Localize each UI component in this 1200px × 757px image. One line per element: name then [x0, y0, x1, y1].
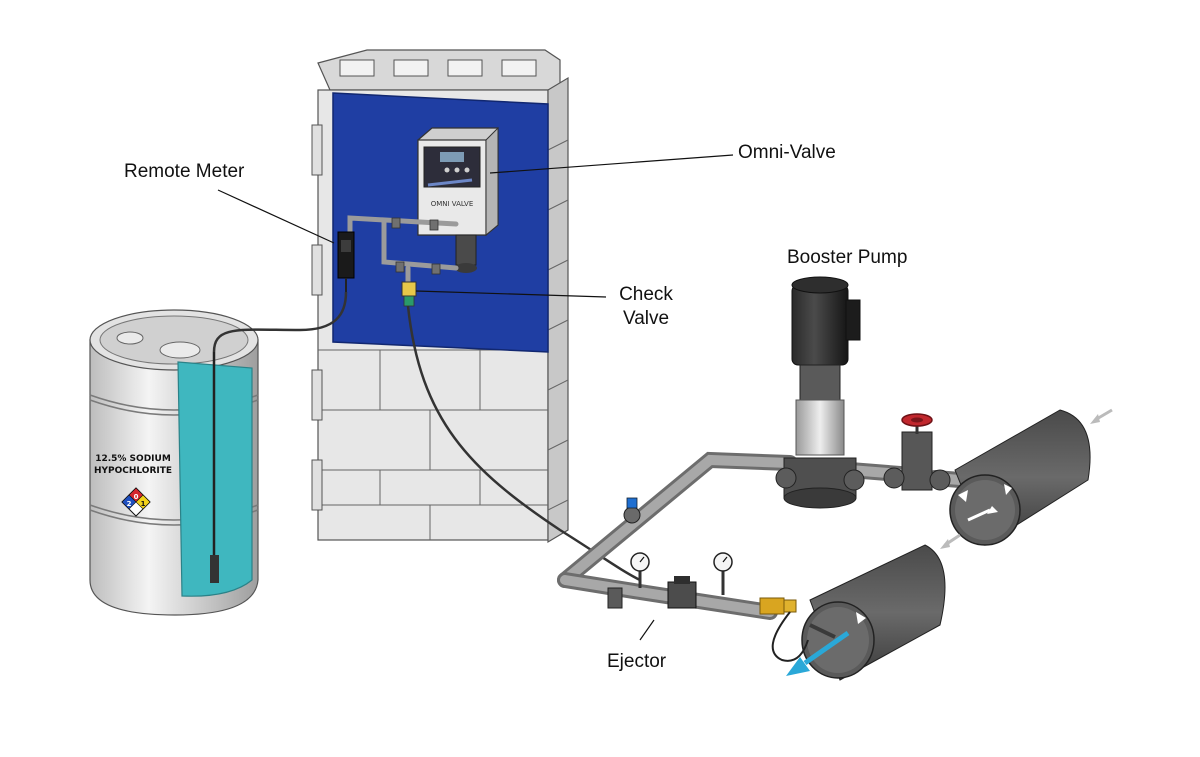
remote-meter-label: Remote Meter [124, 161, 245, 182]
ball-valve [623, 497, 641, 524]
ejector-label: Ejector [607, 651, 667, 672]
hazard-reactivity: 1 [141, 500, 146, 508]
booster-loop-piping [557, 451, 968, 620]
omni-panel-brand: OMNI VALVE [431, 200, 474, 208]
booster-pump-label: Booster Pump [787, 247, 908, 268]
hazard-health: 2 [127, 500, 132, 508]
check-valve-label: Check Valve [611, 283, 681, 331]
flow-arrow-icon [786, 408, 1113, 676]
pressure-gauge-icon [630, 552, 733, 595]
check-valve-label-line2: Valve [622, 308, 670, 329]
main-duct-upper [949, 409, 1091, 546]
drum-label-line2: HYPOCHLORITE [94, 466, 172, 476]
hazard-diamond-icon: 0 2 1 [121, 487, 151, 517]
feed-tubing [406, 305, 641, 582]
ejector [607, 576, 809, 662]
drum-label-line1: 12.5% SODIUM [95, 454, 171, 464]
callout-leaders [217, 154, 734, 641]
hazard-flammability: 0 [134, 493, 139, 501]
omni-valve-controller: OMNI VALVE [417, 126, 499, 273]
gate-valve [883, 413, 951, 491]
main-duct-lower [801, 544, 946, 681]
chemical-drum: 12.5% SODIUM HYPOCHLORITE 0 2 1 [89, 309, 259, 616]
remote-meter [337, 231, 355, 292]
omni-valve-label: Omni-Valve [738, 142, 836, 163]
booster-pump [775, 276, 865, 509]
check-valve-label-line1: Check [619, 284, 673, 305]
check-valve [401, 281, 417, 307]
suction-tubing [212, 291, 348, 353]
